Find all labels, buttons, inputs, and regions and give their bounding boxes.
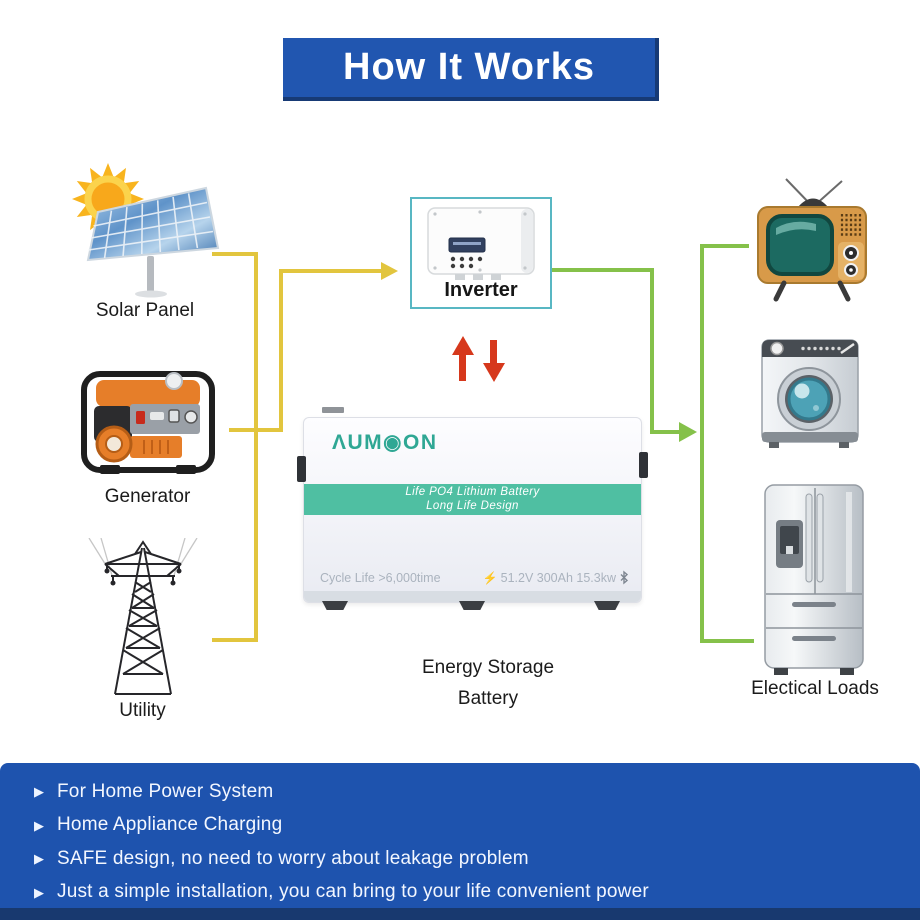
- battery-band: Life PO4 Lithium Battery Long Life Desig…: [304, 484, 641, 515]
- feature-item: ▶ For Home Power System: [34, 775, 920, 809]
- connector-to-inverter-h: [279, 269, 382, 273]
- battery-left-handle: [297, 456, 306, 482]
- title-banner: How It Works: [283, 38, 659, 101]
- battery-label-line1: Energy Storage: [421, 657, 555, 678]
- battery-right-handle: [639, 452, 648, 478]
- up-arrow-stem: [459, 354, 466, 381]
- generator-label: Generator: [104, 486, 191, 507]
- connector-loads-trunk: [700, 244, 704, 643]
- bullet-icon: ▶: [34, 784, 44, 800]
- refrigerator-icon: [758, 482, 870, 685]
- bullet-icon: ▶: [34, 851, 44, 867]
- connector-inverter-down-v: [650, 268, 654, 434]
- battery-band-line1: Life PO4 Lithium Battery: [405, 486, 540, 498]
- battery-label: Energy Storage Battery: [388, 652, 588, 714]
- feature-text: Home Appliance Charging: [57, 814, 283, 836]
- battery-foot: [594, 601, 620, 610]
- lightning-icon: ⚡: [482, 570, 498, 585]
- battery-foot: [459, 601, 485, 610]
- battery-base-strip: [304, 591, 641, 602]
- connector-inverter-out-h: [552, 268, 654, 272]
- connector-sources-trunk: [254, 252, 258, 642]
- panel-bottom-strip: [0, 908, 920, 920]
- battery-unit: ΛUM◉ON Life PO4 Lithium Battery Long Lif…: [297, 407, 648, 610]
- connector-solar-h: [212, 252, 258, 256]
- page-title: How It Works: [343, 46, 595, 88]
- battery-cycle-life: Cycle Life >6,000time: [320, 571, 441, 585]
- battery-label-line2: Battery: [457, 688, 519, 709]
- bullet-icon: ▶: [34, 817, 44, 833]
- tv-icon: [752, 176, 872, 308]
- battery-band-line2: Long Life Design: [426, 499, 519, 512]
- feature-text: Just a simple installation, you can brin…: [57, 881, 649, 903]
- arrow-into-loads-icon: [679, 422, 697, 442]
- connector-riser-v: [279, 269, 283, 432]
- connector-fridge-h: [700, 639, 754, 643]
- up-arrow-icon: [452, 336, 474, 355]
- feature-text: SAFE design, no need to worry about leak…: [57, 847, 529, 869]
- battery-brand-logo: ΛUM◉ON: [332, 431, 438, 454]
- feature-list: ▶ For Home Power System ▶ Home Appliance…: [0, 763, 920, 909]
- battery-top-mark: [322, 407, 344, 413]
- feature-item: ▶ Just a simple installation, you can br…: [34, 876, 920, 910]
- battery-specs-text: 51.2V 300Ah 15.3kw: [500, 570, 616, 585]
- washing-machine-icon: [757, 332, 863, 458]
- feature-panel: ▶ For Home Power System ▶ Home Appliance…: [0, 763, 920, 920]
- connector-utility-h: [212, 638, 258, 642]
- inverter-label: Inverter: [444, 279, 518, 301]
- utility-tower-icon: [85, 537, 200, 705]
- down-arrow-icon: [483, 363, 505, 382]
- feature-item: ▶ SAFE design, no need to worry about le…: [34, 842, 920, 876]
- battery-specs: ⚡ 51.2V 300Ah 15.3kw: [483, 570, 629, 585]
- arrow-into-inverter-icon: [381, 262, 398, 280]
- feature-item: ▶ Home Appliance Charging: [34, 809, 920, 843]
- connector-arrow-h: [650, 430, 680, 434]
- solar-panel-icon: [68, 152, 223, 307]
- inverter-device-icon: [427, 207, 535, 280]
- feature-text: For Home Power System: [57, 780, 274, 802]
- solar-panel-label: Solar Panel: [95, 300, 195, 321]
- bullet-icon: ▶: [34, 884, 44, 900]
- generator-icon: [72, 362, 224, 489]
- inverter-box: Inverter: [410, 197, 552, 309]
- electrical-loads-label: Electical Loads: [751, 678, 879, 699]
- connector-generator-h: [229, 428, 283, 432]
- bluetooth-icon: [620, 570, 629, 585]
- down-arrow-stem: [490, 340, 497, 364]
- connector-tv-h: [700, 244, 749, 248]
- battery-foot: [322, 601, 348, 610]
- utility-label: Utility: [119, 700, 166, 721]
